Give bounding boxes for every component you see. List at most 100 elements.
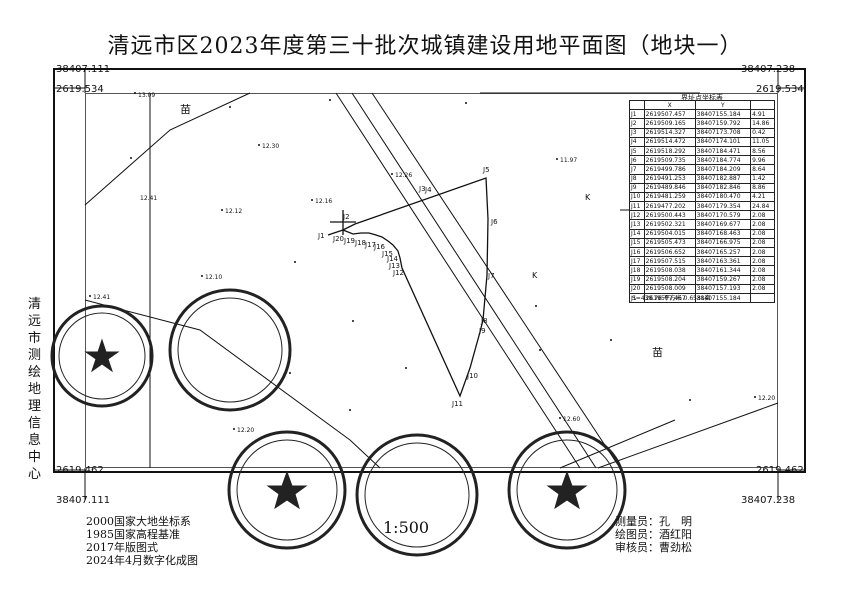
table-cell: 2619489.846 [643,182,696,193]
table-cell: 2.08 [750,274,775,285]
point-label: J17 [364,241,376,249]
map-frame [53,68,806,473]
symbol-seedling: 苗 [180,103,191,116]
point-label: J20 [332,235,344,243]
drafter-label: 绘图员： [615,528,659,541]
symbol-seedling: 苗 [652,346,663,359]
table-title: 界址点坐标表 [681,94,723,102]
table-cell: 2.08 [750,246,775,258]
surveyor-name: 孔 明 [659,515,692,528]
table-cell: J15 [629,237,645,249]
table-cell: 8.86 [750,182,775,193]
corner-tr-y: 38407.238 [741,64,796,75]
table-cell: 2619499.786 [643,164,696,175]
table-cell: 38407184.209 [694,164,752,175]
elevation: 12.20 [237,427,254,434]
map-symbols: 苗 苗 K K [180,103,663,359]
table-cell: 2619508.204 [643,274,696,285]
table-cell: J4 [629,136,645,147]
point-label: J4 [424,186,432,194]
table-cell: 38407155.184 [694,109,752,120]
elevation: 12.26 [395,172,412,179]
point-label: J16 [373,243,386,251]
table-cell: J2 [629,118,645,129]
elevation: 12.20 [758,395,775,402]
table-cell: 2619506.652 [643,246,696,258]
table-cell: J12 [629,210,645,221]
table-cell: 2619504.015 [643,228,696,239]
info-line: 1985国家高程基准 [86,528,180,541]
parcel-boundary [327,177,489,398]
table-header: Y [694,99,752,111]
table-cell: 24.84 [750,201,775,212]
info-line: 2024年4月数字化成图 [86,554,198,567]
point-label: J18 [354,239,366,247]
table-cell: 4.91 [750,109,775,120]
table-cell: 11.05 [750,136,775,147]
table-cell: 9.96 [750,155,775,166]
info-line: 2017年版图式 [86,541,158,554]
table-cell: 38407170.579 [694,210,752,221]
table-cell: J8 [629,173,645,184]
table-cell: 2619514.327 [643,127,696,138]
table-cell: J18 [629,265,645,276]
point-label: J13 [388,262,400,270]
table-cell: J1 [629,109,645,120]
table-cell: J14 [629,228,645,239]
table-cell: 2619502.321 [643,219,696,230]
info-line: 2000国家大地坐标系 [86,515,191,528]
point-label: J7 [487,272,495,280]
point-label: J11 [451,400,463,408]
corner-bl-y: 38407.111 [56,495,111,506]
point-label: J9 [478,327,486,335]
table-cell: 38407174.101 [694,136,752,147]
table-cell: 38407173.708 [694,127,752,138]
elevation: 12.41 [140,195,157,202]
point-label: J3 [418,185,426,193]
table-cell: 2619500.443 [643,210,696,221]
table-cell: 2619514.472 [643,136,696,147]
inner-frame [85,93,778,468]
side-label: 清远市测绘地理信息中心 [28,297,42,482]
table-cell: 0.42 [750,127,775,138]
table-cell: J17 [629,256,645,267]
table-cell: 8.56 [750,145,775,157]
table-cell: 2619477.202 [643,201,696,212]
table-cell: 38407182.846 [694,182,752,193]
elevation: 12.60 [563,416,580,423]
corner-br-y: 38407.238 [741,495,796,506]
table-cell: 38407161.344 [694,265,752,276]
symbol-k: K [585,193,591,202]
table-cell: 38407159.267 [694,274,752,285]
table-cell: 2.08 [750,210,775,221]
table-cell: 2.08 [750,265,775,276]
elevation: 12.16 [315,198,332,205]
elevation: 13.09 [138,92,155,99]
surveyor-label: 测量员： [615,515,659,528]
table-cell: 38407180.470 [694,191,752,203]
point-label: J14 [386,255,399,263]
seals [50,288,627,557]
point-label: J10 [466,372,478,380]
point-label: J15 [381,250,393,258]
elevation-labels: 13.09 12.30 11.97 12.26 12.41 12.16 12.1… [93,92,775,434]
point-label: J12 [392,269,404,277]
corner-tr-x: 2619.534 [756,84,804,95]
reviewer-name: 曹劲松 [659,541,692,554]
table-cell: 38407168.463 [694,228,752,239]
table-cell: 2.08 [750,237,775,249]
table-cell: 2.08 [750,228,775,239]
